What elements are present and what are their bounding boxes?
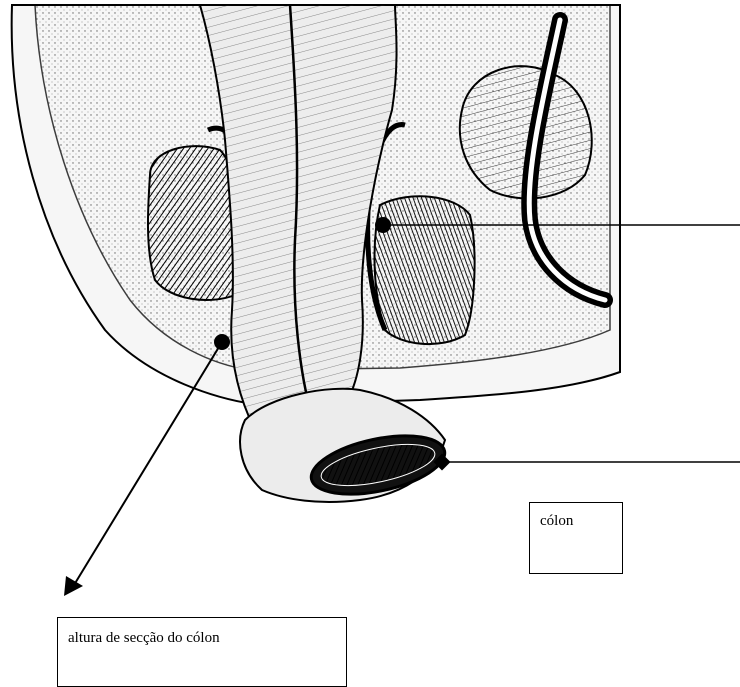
- pointer-line-section: [74, 342, 222, 585]
- right-levator-muscle: [375, 196, 475, 344]
- colon-label: cólon: [540, 513, 573, 529]
- left-levator-muscle: [148, 146, 239, 300]
- section-height-label: altura de secção do cólon: [68, 630, 220, 646]
- pointer-arrowhead-section: [64, 576, 83, 596]
- colon-label-box: cólon: [529, 502, 623, 574]
- pointer-dot-section: [214, 334, 230, 350]
- section-label-box: altura de secção do cólon: [57, 617, 347, 687]
- pointer-dot-right-upper: [375, 217, 391, 233]
